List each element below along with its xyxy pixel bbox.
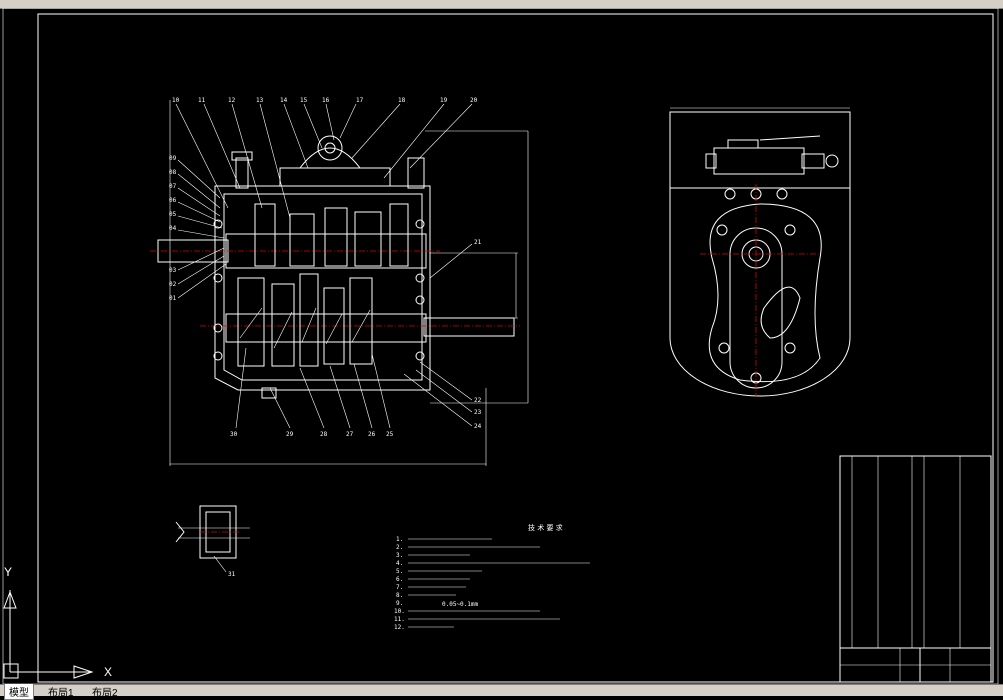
callout-label: 08 — [169, 169, 177, 176]
note-number: 7. — [396, 584, 403, 591]
callout-label: 26 — [368, 431, 376, 438]
note-number: 2. — [396, 544, 403, 551]
drawing-border — [37, 13, 994, 683]
window-top-strip — [0, 0, 1003, 9]
note-number: 4. — [396, 560, 403, 567]
callout-label: 11 — [198, 97, 206, 104]
note-number: 6. — [396, 576, 403, 583]
callout-label: 20 — [470, 97, 478, 104]
ucs-y-label: Y — [4, 565, 12, 579]
callout-label: 06 — [169, 197, 177, 204]
callout-label: 29 — [286, 431, 294, 438]
outer-frame — [2, 8, 999, 684]
callout-label: 01 — [169, 295, 177, 302]
callout-label: 24 — [474, 423, 482, 430]
callout-label: 02 — [169, 281, 177, 288]
technical-notes: 技 术 要 求 1. 2. 3. 4. 5. 6. 7. 8. 9. 10. 1… — [394, 523, 590, 631]
callout-label: 14 — [280, 97, 288, 104]
section-view — [150, 100, 529, 466]
note-number: 5. — [396, 568, 403, 575]
detail-view: 31 — [175, 505, 250, 578]
callout-label: 19 — [440, 97, 448, 104]
callout-label: 25 — [386, 431, 394, 438]
callout-label: 13 — [256, 97, 264, 104]
callout-label: 17 — [356, 97, 364, 104]
tolerance-value: 0.05~0.1mm — [442, 601, 479, 608]
note-number: 8. — [396, 592, 403, 599]
side-view — [669, 107, 851, 397]
callout-label: 10 — [172, 97, 180, 104]
callout-label: 04 — [169, 225, 177, 232]
title-block — [839, 455, 992, 683]
note-number: 3. — [396, 552, 403, 559]
callout-label: 28 — [320, 431, 328, 438]
note-number: 1. — [396, 536, 403, 543]
callout-label: 15 — [300, 97, 308, 104]
callout-label: 05 — [169, 211, 177, 218]
callout-label: 07 — [169, 183, 177, 190]
note-number: 11. — [394, 616, 405, 623]
tab-model[interactable]: 模型 — [4, 684, 34, 700]
note-number: 10. — [394, 608, 405, 615]
callout-label: 21 — [474, 239, 482, 246]
note-number: 9. — [396, 600, 403, 607]
callout-label: 23 — [474, 409, 482, 416]
notes-heading: 技 术 要 求 — [528, 523, 563, 532]
callout-label: 16 — [322, 97, 330, 104]
callout-label: 12 — [228, 97, 236, 104]
callout-label: 31 — [228, 571, 236, 578]
callout-label: 09 — [169, 155, 177, 162]
ucs-icon: Y X — [3, 565, 112, 679]
callout-label: 27 — [346, 431, 354, 438]
callout-label: 03 — [169, 267, 177, 274]
callout-label: 22 — [474, 397, 482, 404]
tab-layout1[interactable]: 布局1 — [48, 688, 74, 699]
callout-label: 30 — [230, 431, 238, 438]
callout-label: 18 — [398, 97, 406, 104]
callout-labels: 10 11 12 13 14 15 16 17 18 19 20 09 08 0… — [169, 97, 482, 438]
tab-layout2[interactable]: 布局2 — [92, 688, 118, 699]
layout-tab-bar: 模型 布局1 布局2 — [0, 684, 1003, 700]
ucs-x-label: X — [104, 665, 112, 679]
drawing-canvas[interactable]: 10 11 12 13 14 15 16 17 18 19 20 09 08 0… — [0, 8, 1003, 684]
note-number: 12. — [394, 624, 405, 631]
